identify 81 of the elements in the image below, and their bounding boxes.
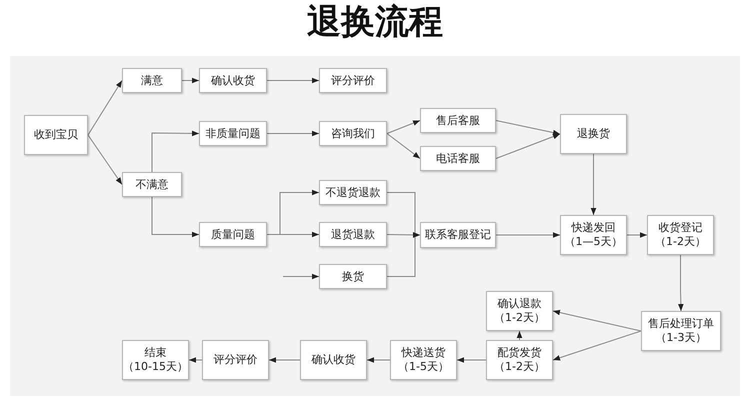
step-label: 确认收货 [211, 74, 255, 88]
step-label: 质量问题 [211, 228, 255, 242]
arrow [552, 330, 642, 360]
arrow [496, 232, 560, 238]
duration-label: （1-2天） [655, 235, 706, 249]
process-box [319, 68, 387, 93]
step-label: 非质量问题 [206, 126, 260, 140]
step-label: 确认退款 [498, 297, 542, 311]
step-label: 不满意 [136, 178, 168, 192]
arrow [386, 232, 420, 277]
process-box [319, 180, 387, 205]
arrow [496, 120, 560, 136]
duration-label: （1—5天） [564, 235, 622, 249]
process-box [647, 215, 714, 255]
arrow [386, 133, 420, 159]
process-box [319, 121, 387, 146]
step-label: 满意 [141, 74, 163, 88]
process-box [202, 340, 269, 380]
process-box [420, 146, 496, 171]
process-box [486, 291, 553, 331]
step-label: 不退货退款 [326, 186, 380, 200]
process-box [641, 311, 721, 351]
step-label: 收货登记 [658, 221, 702, 235]
arrow [88, 134, 122, 185]
process-box [420, 108, 496, 133]
arrow [496, 134, 560, 159]
step-label: 售后客服 [436, 114, 480, 128]
arrow [282, 274, 320, 280]
arrow [386, 120, 420, 134]
step-label: 结束 [144, 346, 166, 360]
step-label: 联系客服登记 [425, 228, 491, 242]
arrow [456, 357, 486, 363]
process-box [300, 340, 367, 380]
process-box [199, 222, 267, 247]
arrow [366, 357, 390, 363]
process-box [560, 215, 627, 255]
step-label: 确认收货 [312, 353, 356, 367]
arrow [266, 130, 320, 136]
process-box [560, 114, 627, 154]
arrow [590, 154, 596, 216]
arrow [268, 357, 300, 363]
arrow [552, 310, 642, 332]
process-box [122, 340, 189, 380]
process-box [420, 222, 496, 248]
arrow [266, 78, 320, 84]
duration-label: （1-2天） [494, 311, 545, 325]
process-box [122, 172, 182, 197]
process-box [486, 340, 553, 380]
step-label: 咨询我们 [331, 126, 375, 140]
duration-label: （1-5天） [398, 360, 449, 374]
step-label: 退换货 [577, 127, 610, 141]
title: 退换流程 [306, 1, 444, 44]
arrow [152, 130, 200, 172]
step-label: 退货退款 [331, 228, 375, 242]
step-label: 快递送货 [402, 346, 446, 360]
process-box [390, 340, 457, 380]
duration-label: （1-2天） [494, 360, 545, 374]
step-label: 电话客服 [436, 152, 480, 166]
step-label: 换货 [342, 270, 364, 284]
process-box [122, 68, 182, 93]
duration-label: （1-3天） [656, 331, 706, 345]
arrow [626, 232, 648, 238]
process-box [24, 115, 88, 155]
arrow [678, 254, 684, 312]
step-label: 售后处理订单 [648, 317, 714, 331]
process-box [199, 121, 267, 146]
arrow [88, 80, 122, 136]
step-label: 评分评价 [331, 74, 375, 88]
step-label: 配货发货 [498, 346, 542, 360]
duration-label: （10-15天） [123, 360, 188, 374]
arrow [152, 196, 200, 238]
step-label: 评分评价 [214, 353, 258, 367]
arrow [182, 78, 200, 84]
step-label: 收到宝贝 [34, 128, 78, 142]
arrow [188, 357, 202, 363]
process-box [319, 264, 387, 289]
process-box [199, 68, 267, 93]
step-label: 快递发回 [572, 221, 616, 235]
arrow [516, 330, 522, 340]
arrow [266, 232, 320, 238]
process-box [319, 222, 387, 247]
